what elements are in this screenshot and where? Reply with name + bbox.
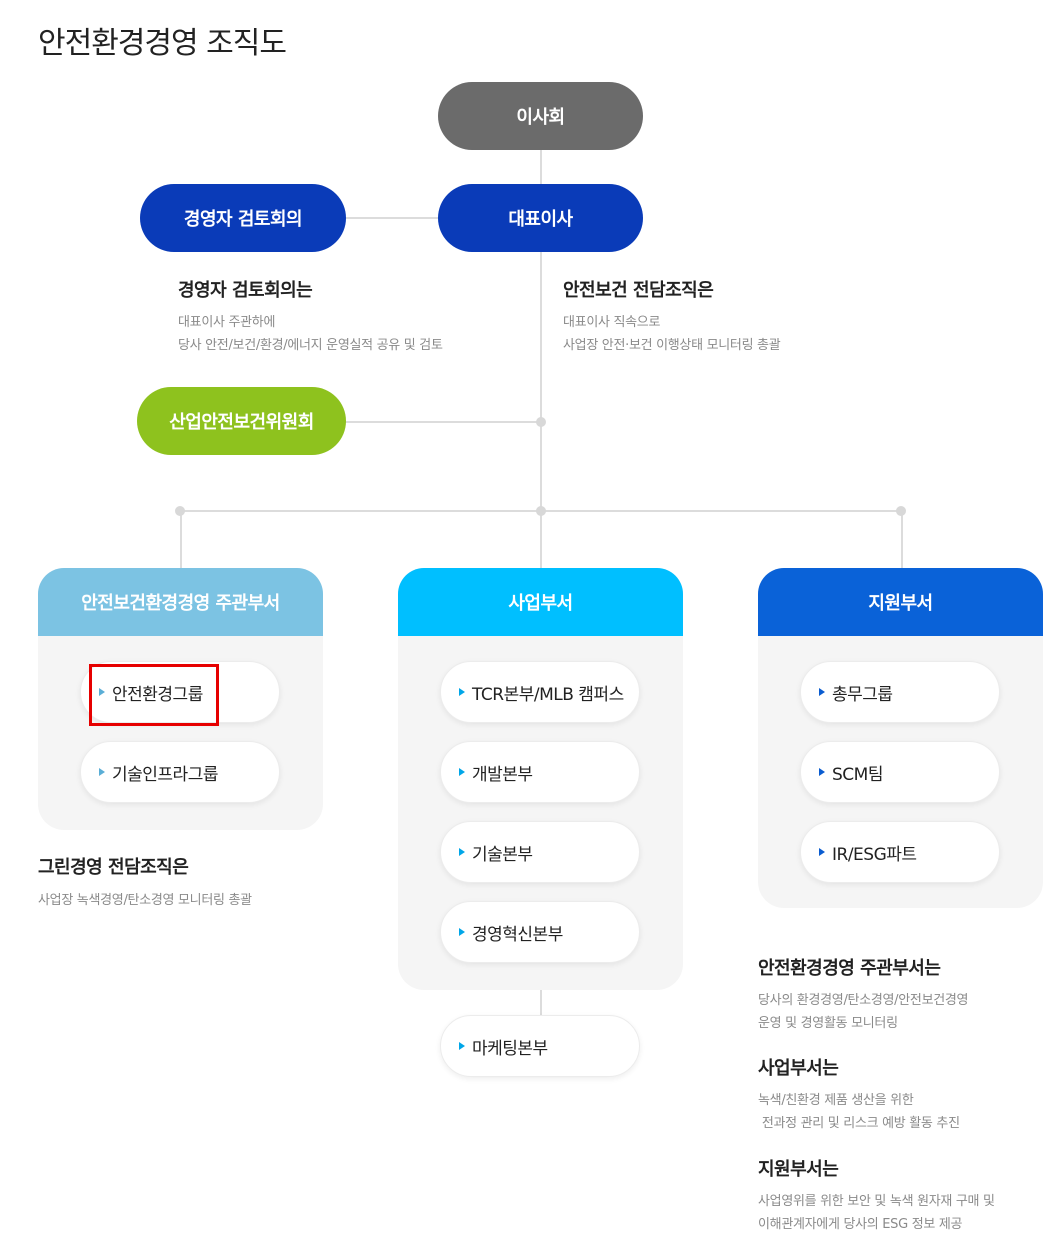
business-dept-desc-line: 녹색/친환경 제품 생산을 위한 <box>758 1093 914 1108</box>
connector-vertical-main <box>540 148 542 568</box>
main-dept-desc-title: 안전환경경영 주관부서는 <box>758 958 941 979</box>
review-desc-title: 경영자 검토회의는 <box>178 280 313 301</box>
triangle-bullet-icon <box>459 1042 465 1050</box>
safety-desc-line: 대표이사 직속으로 <box>563 315 661 330</box>
dept-item-safety-env-group[interactable]: 안전환경그룹 <box>80 661 280 723</box>
dept-item-label: 총무그룹 <box>832 684 893 705</box>
ceo-node: 대표이사 <box>438 184 643 252</box>
business-dept-desc-title: 사업부서는 <box>758 1058 839 1079</box>
dept-item-label: SCM팀 <box>832 764 883 785</box>
dept-item-label: TCR본부/MLB 캠퍼스 <box>472 684 624 705</box>
dept-item-marketing[interactable]: 마케팅본부 <box>440 1015 640 1077</box>
dept-item-label: 안전환경그룹 <box>112 684 203 705</box>
connector-dot <box>536 417 546 427</box>
triangle-bullet-icon <box>459 688 465 696</box>
triangle-bullet-icon <box>99 768 105 776</box>
support-dept-desc-title: 지원부서는 <box>758 1159 839 1180</box>
triangle-bullet-icon <box>99 688 105 696</box>
triangle-bullet-icon <box>459 848 465 856</box>
triangle-bullet-icon <box>459 768 465 776</box>
main-dept-desc-line: 운영 및 경영활동 모니터링 <box>758 1016 898 1031</box>
review-desc-line: 당사 안전/보건/환경/에너지 운영실적 공유 및 검토 <box>178 338 443 353</box>
connector-dot <box>896 506 906 516</box>
page-title: 안전환경경영 조직도 <box>38 26 287 61</box>
dept-item-tech-infra-group[interactable]: 기술인프라그룹 <box>80 741 280 803</box>
connector-committee <box>345 421 541 423</box>
connector-dot <box>175 506 185 516</box>
dept-header-support: 지원부서 <box>758 568 1043 636</box>
triangle-bullet-icon <box>819 688 825 696</box>
connector-col3 <box>901 510 903 568</box>
main-dept-desc-line: 당사의 환경경영/탄소경영/안전보건경영 <box>758 993 969 1008</box>
dept-item-label: 기술본부 <box>472 844 533 865</box>
dept-item-general-affairs[interactable]: 총무그룹 <box>800 661 1000 723</box>
dept-item-tcr[interactable]: TCR본부/MLB 캠퍼스 <box>440 661 640 723</box>
triangle-bullet-icon <box>459 928 465 936</box>
connector-dot <box>536 506 546 516</box>
dept-item-ir-esg[interactable]: IR/ESG파트 <box>800 821 1000 883</box>
dept-item-innovation[interactable]: 경영혁신본부 <box>440 901 640 963</box>
highlight-box <box>89 664 219 726</box>
dept-header-business: 사업부서 <box>398 568 683 636</box>
dept-header-main: 안전보건환경경영 주관부서 <box>38 568 323 636</box>
dept-item-development[interactable]: 개발본부 <box>440 741 640 803</box>
review-meeting-node: 경영자 검토회의 <box>140 184 346 252</box>
safety-desc-line: 사업장 안전·보건 이행상태 모니터링 총괄 <box>563 338 781 353</box>
dept-item-label: IR/ESG파트 <box>832 844 917 865</box>
dept-item-label: 기술인프라그룹 <box>112 764 218 785</box>
support-dept-desc-line: 사업영위를 위한 보안 및 녹색 원자재 구매 및 <box>758 1194 995 1209</box>
green-desc-title: 그린경영 전담조직은 <box>38 857 189 878</box>
green-desc-line: 사업장 녹색경영/탄소경영 모니터링 총괄 <box>38 893 252 908</box>
committee-node: 산업안전보건위원회 <box>137 387 346 455</box>
review-desc-line: 대표이사 주관하에 <box>178 315 276 330</box>
safety-desc-title: 안전보건 전담조직은 <box>563 280 714 301</box>
support-dept-desc-line: 이해관계자에게 당사의 ESG 정보 제공 <box>758 1217 963 1232</box>
connector-col1 <box>180 510 182 568</box>
triangle-bullet-icon <box>819 848 825 856</box>
connector-review-ceo <box>345 217 440 219</box>
dept-item-label: 경영혁신본부 <box>472 924 563 945</box>
triangle-bullet-icon <box>819 768 825 776</box>
dept-item-technology[interactable]: 기술본부 <box>440 821 640 883</box>
dept-item-label: 마케팅본부 <box>472 1038 548 1059</box>
dept-item-scm[interactable]: SCM팀 <box>800 741 1000 803</box>
business-dept-desc-line: 전과정 관리 및 리스크 예방 활동 추진 <box>758 1116 960 1131</box>
board-node: 이사회 <box>438 82 643 150</box>
dept-item-label: 개발본부 <box>472 764 533 785</box>
connector-marketing <box>540 990 542 1016</box>
